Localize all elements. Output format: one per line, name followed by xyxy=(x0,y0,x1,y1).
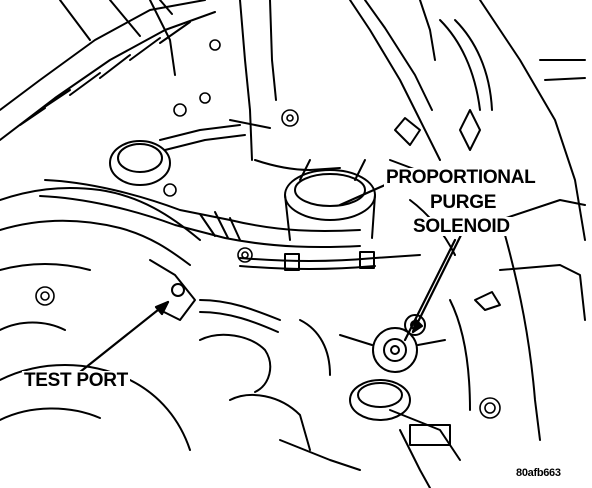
label-solenoid: SOLENOID xyxy=(411,216,512,237)
intake-tube-upper xyxy=(149,0,341,171)
bolt-heads xyxy=(35,39,501,419)
canister-top xyxy=(109,140,171,186)
lower-engine xyxy=(0,319,461,488)
vacuum-hose xyxy=(39,179,421,271)
callout-leaders xyxy=(78,183,468,374)
label-purge: PURGE xyxy=(428,192,499,213)
right-body-panel xyxy=(449,0,586,441)
test-port-fitting xyxy=(149,259,281,333)
purge-solenoid xyxy=(339,314,446,421)
wiring-harness xyxy=(349,0,493,256)
solenoid-housing xyxy=(284,159,376,241)
label-proportional: PROPORTIONAL xyxy=(384,167,538,188)
figure-id: 80afb663 xyxy=(516,467,561,479)
label-test-port: TEST PORT xyxy=(22,370,130,391)
engine-cover-left xyxy=(0,0,216,331)
